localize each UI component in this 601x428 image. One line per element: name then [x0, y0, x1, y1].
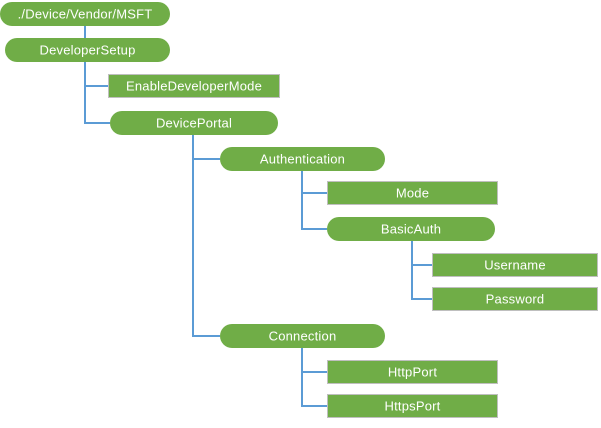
node-https_port[interactable]: HttpsPort [327, 394, 498, 418]
connector-connection-to-https_port [301, 348, 327, 407]
node-label-http_port: HttpPort [387, 364, 438, 379]
node-mode[interactable]: Mode [327, 181, 498, 205]
connector-basic_auth-to-username [411, 241, 432, 266]
node-label-authentication: Authentication [259, 151, 346, 166]
connector-developer_setup-to-device_portal [84, 62, 110, 124]
node-connection[interactable]: Connection [220, 324, 385, 348]
node-label-password: Password [485, 291, 545, 306]
node-password[interactable]: Password [432, 287, 598, 311]
node-label-basic_auth: BasicAuth [380, 221, 442, 236]
node-label-https_port: HttpsPort [384, 398, 441, 413]
connector-basic_auth-to-password [411, 241, 432, 300]
node-label-username: Username [484, 257, 546, 272]
node-authentication[interactable]: Authentication [220, 147, 385, 171]
node-label-connection: Connection [268, 328, 337, 343]
node-developer_setup[interactable]: DeveloperSetup [5, 38, 170, 62]
node-root[interactable]: ./Device/Vendor/MSFT [0, 2, 170, 26]
connector-authentication-to-basic_auth [301, 171, 327, 230]
node-label-mode: Mode [395, 185, 430, 200]
node-http_port[interactable]: HttpPort [327, 360, 498, 384]
connector-developer_setup-to-enable_developer_mode [84, 62, 108, 87]
node-username[interactable]: Username [432, 253, 598, 277]
connector-authentication-to-mode [301, 171, 327, 194]
node-label-enable_developer_mode: EnableDeveloperMode [125, 78, 263, 93]
connector-connection-to-http_port [301, 348, 327, 373]
node-basic_auth[interactable]: BasicAuth [327, 217, 495, 241]
connector-device_portal-to-authentication [192, 135, 220, 160]
node-enable_developer_mode[interactable]: EnableDeveloperMode [108, 74, 280, 98]
connector-device_portal-to-connection [192, 135, 220, 337]
node-device_portal[interactable]: DevicePortal [110, 111, 278, 135]
node-label-developer_setup: DeveloperSetup [39, 42, 136, 57]
node-label-device_portal: DevicePortal [155, 115, 233, 130]
node-label-root: ./Device/Vendor/MSFT [17, 6, 153, 21]
